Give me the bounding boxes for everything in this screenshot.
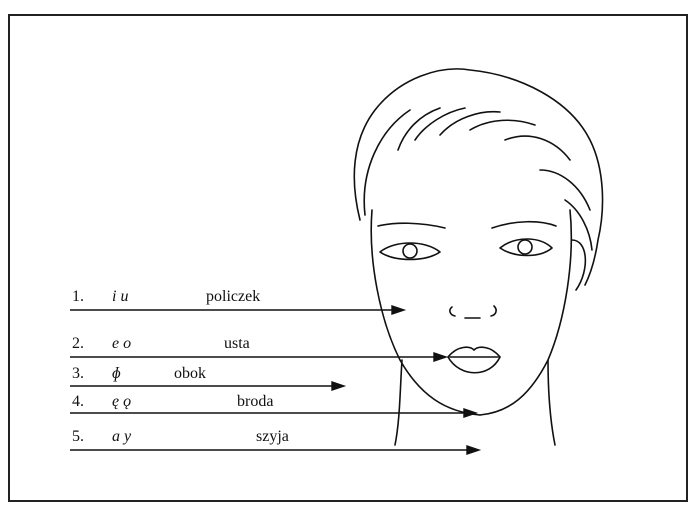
arrow-4-head [464, 409, 476, 417]
nose-left [450, 307, 455, 316]
row-4-number: 4. [72, 394, 84, 410]
eyebrow-left [378, 223, 445, 228]
row-3-symbols: ɸ [112, 366, 121, 382]
neck-right [548, 360, 555, 445]
ear-right [572, 240, 585, 290]
row-1-number: 1. [72, 289, 84, 305]
row-2-word: usta [224, 336, 250, 352]
nose-right [491, 306, 496, 316]
row-4-symbols: ę ǫ [112, 394, 131, 410]
hair-strand-5 [505, 136, 570, 160]
eyebrow-right [492, 222, 556, 228]
arrow-1-head [392, 306, 404, 314]
neck-left [395, 360, 402, 445]
hair-strand-3 [440, 112, 500, 135]
row-3-word: obok [174, 366, 206, 382]
iris-left [403, 244, 417, 258]
row-5-word: szyja [256, 429, 289, 445]
row-2-number: 2. [72, 336, 84, 352]
arrow-5-head [467, 446, 479, 454]
row-4-word: broda [237, 394, 273, 410]
eye-right [500, 239, 552, 256]
hair-strand-6 [540, 170, 590, 210]
row-5-symbols: a y [112, 429, 131, 445]
row-5-number: 5. [72, 429, 84, 445]
row-1-symbols: i u [112, 289, 128, 305]
row-2-symbols: e o [112, 336, 131, 352]
mouth-upper [448, 347, 500, 357]
face-left-edge [371, 210, 480, 415]
iris-right [518, 240, 532, 254]
arrow-3-head [332, 382, 344, 390]
arrow-2-head [434, 353, 446, 361]
hair-strand-4 [470, 120, 535, 130]
hair-inner-left [364, 110, 410, 215]
hair-outline [354, 69, 602, 285]
row-1-word: policzek [206, 289, 260, 305]
mouth-lower [448, 357, 500, 373]
eye-left [380, 243, 440, 260]
row-3-number: 3. [72, 366, 84, 382]
